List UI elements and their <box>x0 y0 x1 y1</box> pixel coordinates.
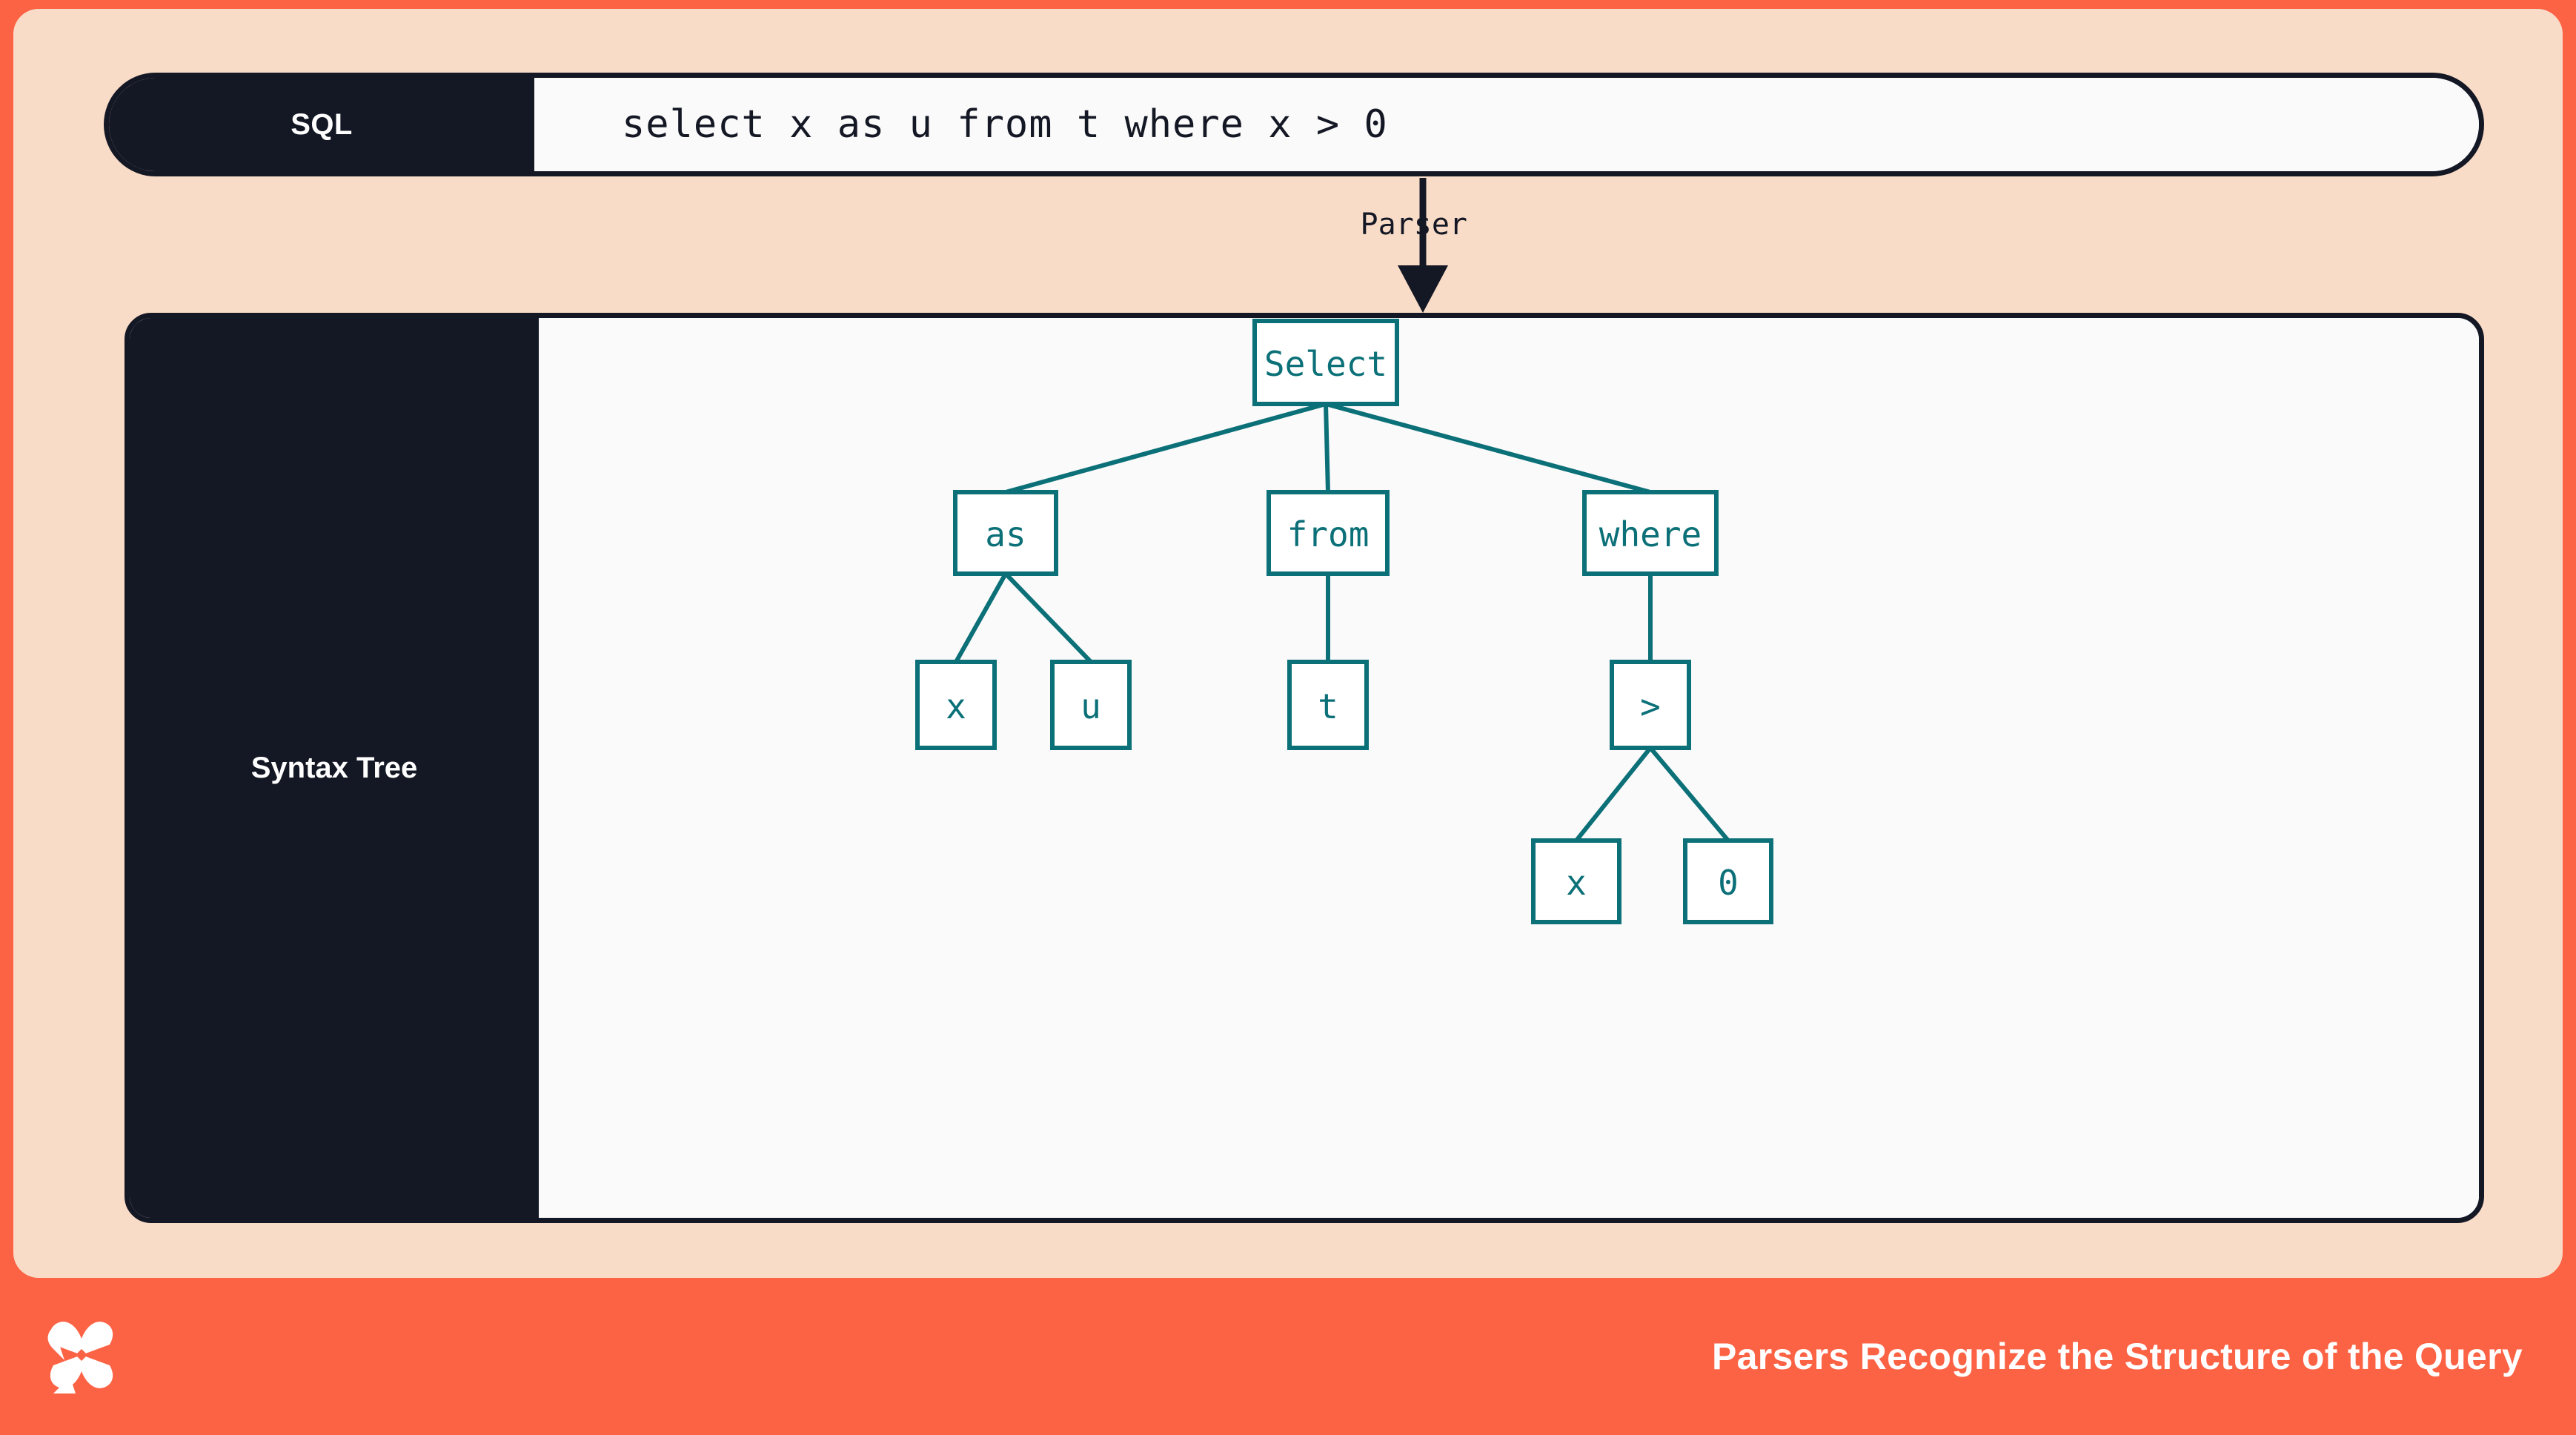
butterfly-x-logo-icon <box>43 1316 120 1399</box>
footer-bar: Parsers Recognize the Structure of the Q… <box>0 1278 2576 1435</box>
tree-node[interactable]: 0 <box>1683 838 1773 924</box>
tree-node-box <box>1582 490 1719 576</box>
tree-node-label: u <box>1080 686 1101 726</box>
tree-edge <box>954 572 1008 663</box>
sql-label-cell: SQL <box>109 78 534 171</box>
tree-node-group: Select as from where x u t > x 0 <box>915 319 1773 924</box>
syntax-tree-label-cell: Syntax Tree <box>130 318 539 1218</box>
content-card: SQL select x as u from t where x > 0 Par… <box>13 9 2563 1278</box>
tree-node-label: > <box>1640 686 1661 726</box>
sql-label: SQL <box>291 107 353 141</box>
tree-node-box <box>1267 490 1390 576</box>
sql-query-cell[interactable]: select x as u from t where x > 0 <box>534 78 2479 171</box>
syntax-tree-label: Syntax Tree <box>250 751 418 784</box>
tree-edge <box>1325 402 1651 494</box>
tree-node-label: x <box>946 686 966 726</box>
tree-node-box <box>1252 319 1399 406</box>
tree-node[interactable]: x <box>915 660 997 750</box>
tree-node-box <box>1610 660 1691 750</box>
arrow-down-icon <box>1398 178 1448 313</box>
tree-node-label: Select <box>1264 344 1387 384</box>
sql-query-text: select x as u from t where x > 0 <box>622 102 1388 147</box>
tree-node[interactable]: where <box>1582 490 1719 576</box>
parser-arrow-group: Parser <box>1266 178 1577 316</box>
tree-node[interactable]: x <box>1531 838 1621 924</box>
tree-edge <box>1648 746 1730 842</box>
tree-node[interactable]: t <box>1287 660 1369 750</box>
tree-node-box <box>1287 660 1369 750</box>
tree-node-label: where <box>1599 514 1702 554</box>
tree-node[interactable]: > <box>1610 660 1691 750</box>
tree-node-box <box>1683 838 1773 924</box>
tree-edge-group <box>954 402 1730 842</box>
syntax-tree-panel: Syntax Tree Select as from where x u t > x 0 <box>125 313 2484 1223</box>
tree-node[interactable]: from <box>1267 490 1390 576</box>
tree-node-label: x <box>1566 863 1587 903</box>
tree-node-label: from <box>1287 514 1370 554</box>
tree-node-label: t <box>1318 686 1338 726</box>
tree-node-box <box>953 490 1058 576</box>
tree-edge <box>1574 746 1653 842</box>
tree-node[interactable]: as <box>953 490 1058 576</box>
tree-edge <box>1003 571 1093 664</box>
tree-node-box <box>1050 660 1132 750</box>
syntax-tree-canvas: Select as from where x u t > x 0 <box>539 318 2479 1218</box>
footer-caption: Parsers Recognize the Structure of the Q… <box>1711 1336 2523 1377</box>
tree-node-label: 0 <box>1718 863 1739 903</box>
tree-edge <box>1324 403 1330 493</box>
tree-edge <box>1005 402 1327 494</box>
tree-node-label: as <box>985 514 1026 554</box>
parser-arrow-label: Parser <box>1360 208 1468 242</box>
sql-input-row: SQL select x as u from t where x > 0 <box>104 73 2484 176</box>
tree-node-box <box>915 660 997 750</box>
syntax-tree-graphic: Select as from where x u t > x 0 <box>915 319 1773 924</box>
tree-node-box <box>1531 838 1621 924</box>
tree-node[interactable]: Select <box>1252 319 1399 406</box>
tree-node[interactable]: u <box>1050 660 1132 750</box>
